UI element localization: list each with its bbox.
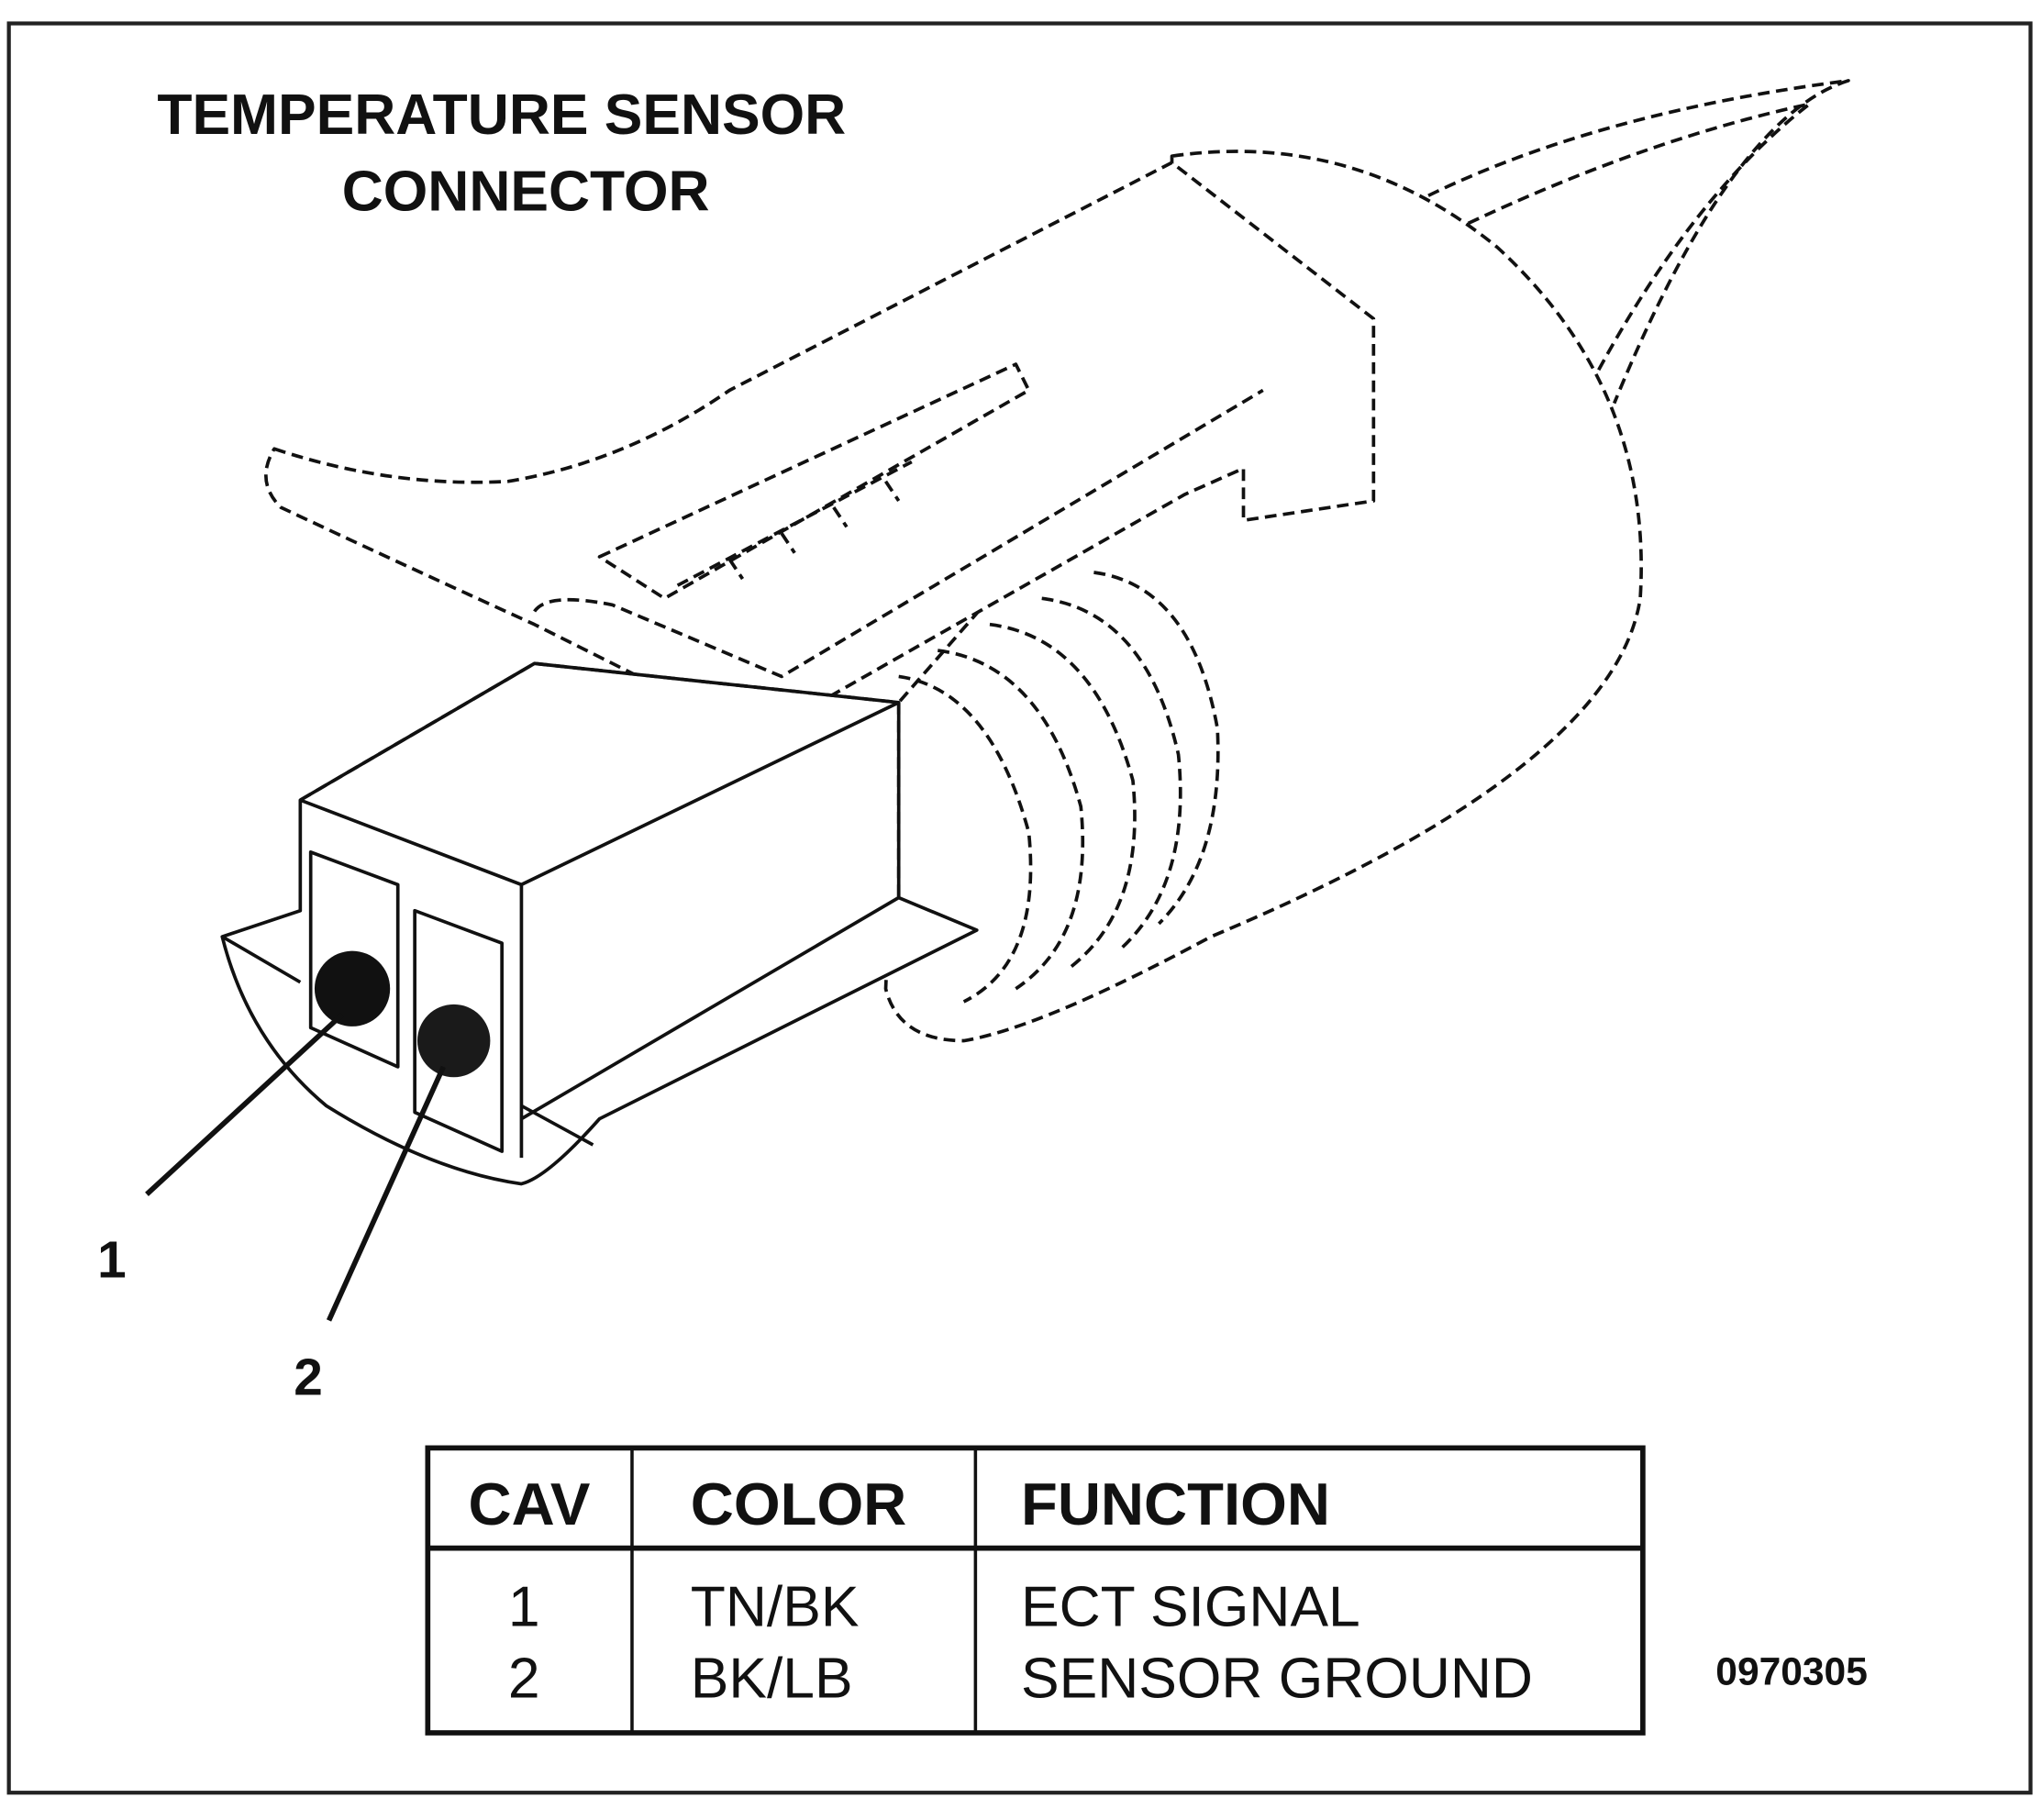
row-1-cav: 1 bbox=[508, 1576, 540, 1639]
callout-2: 2 bbox=[294, 1348, 323, 1406]
terminal-2 bbox=[416, 1004, 491, 1078]
cavity-1 bbox=[308, 850, 400, 1069]
latch-window bbox=[597, 362, 1031, 601]
callout-1: 1 bbox=[97, 1232, 127, 1290]
figure-number: 0970305 bbox=[1715, 1650, 1868, 1694]
row-2-function: SENSOR GROUND bbox=[1021, 1648, 1533, 1711]
figure-border bbox=[6, 21, 2033, 1795]
seal-ribs bbox=[898, 571, 1220, 1004]
cavity-2 bbox=[413, 908, 504, 1153]
terminal-1 bbox=[314, 950, 391, 1027]
row-1-color: TN/BK bbox=[691, 1576, 860, 1639]
row-2-cav: 2 bbox=[508, 1648, 540, 1711]
header-cav: CAV bbox=[469, 1470, 591, 1537]
title-line-2: CONNECTOR bbox=[342, 161, 710, 224]
pinout-table: CAV COLOR FUNCTION 1 TN/BK ECT SIGNAL 2 … bbox=[425, 1445, 1646, 1736]
leader-line-1 bbox=[145, 1013, 344, 1196]
leader-line-2 bbox=[326, 1065, 446, 1322]
row-1-function: ECT SIGNAL bbox=[1021, 1576, 1360, 1639]
connector-body bbox=[883, 150, 1643, 1043]
title-line-1: TEMPERATURE SENSOR bbox=[157, 83, 846, 147]
wire bbox=[1418, 102, 1812, 379]
header-function: FUNCTION bbox=[1021, 1470, 1330, 1537]
connector-housing bbox=[220, 661, 979, 1186]
connector-drawing bbox=[145, 79, 1850, 1322]
row-2-color: BK/LB bbox=[691, 1648, 853, 1711]
wire bbox=[1379, 79, 1850, 405]
header-color: COLOR bbox=[691, 1470, 907, 1537]
